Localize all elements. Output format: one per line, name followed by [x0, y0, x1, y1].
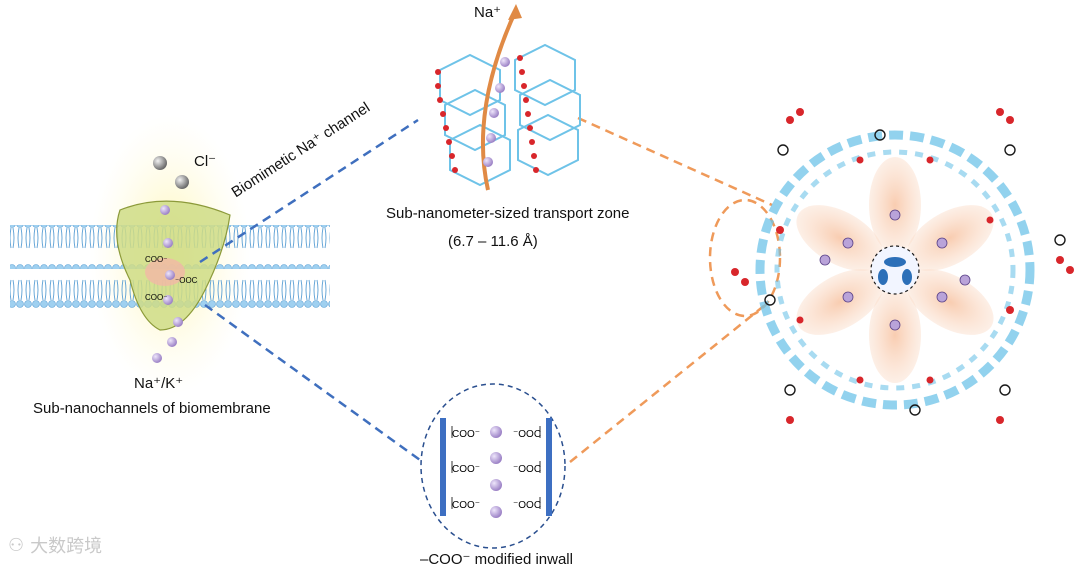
- watermark-logo-icon: ⚇: [8, 534, 25, 555]
- sodium-ion: [489, 108, 499, 118]
- watermark: ⚇ 大数跨境: [8, 532, 102, 558]
- inwall-dashed-circle: [420, 383, 566, 549]
- inwall-right-wall: [546, 418, 552, 516]
- sodium-ion: [495, 83, 505, 93]
- sodium-ion: [483, 157, 493, 167]
- transport-zone-size: (6.7 – 11.6 Å): [448, 233, 538, 250]
- sodium-ion: [173, 317, 183, 327]
- biomembrane-caption: Sub-nanochannels of biomembrane: [33, 400, 271, 417]
- inwall-caption: –COO⁻ modified inwall: [420, 551, 573, 568]
- sodium-ion: [490, 479, 502, 491]
- sodium-ion: [486, 133, 496, 143]
- sodium-ion: [167, 337, 177, 347]
- inwall-left-wall: [440, 418, 446, 516]
- chloride-ion: [153, 156, 167, 170]
- modified-inwall-illustration: COO⁻ COO⁻ COO⁻ ⁻OOC ⁻OOC ⁻OOC: [420, 383, 566, 549]
- coo-label: COO⁻: [145, 293, 167, 302]
- transport-arrow: [480, 9, 518, 191]
- coo-group-label: COO⁻: [452, 429, 480, 440]
- connector-lines: [199, 116, 782, 463]
- biomembrane-illustration: COO⁻ ⁻OOC COO⁻: [10, 115, 330, 395]
- coo-group-label: COO⁻: [452, 500, 480, 511]
- chloride-ion: [175, 175, 189, 189]
- sodium-ion: [152, 353, 162, 363]
- transport-zone-illustration: [435, 4, 581, 191]
- central-pore: [870, 245, 920, 295]
- sodium-ion-label: Na⁺: [474, 4, 502, 21]
- blue-dashed-connector-top: [199, 118, 419, 264]
- sodium-ion: [490, 452, 502, 464]
- orange-dashed-connector-bottom: [569, 304, 766, 463]
- transport-zone-caption: Sub-nanometer-sized transport zone: [386, 205, 630, 222]
- sodium-ion: [490, 506, 502, 518]
- orange-dashed-highlight-ellipse: [708, 198, 782, 318]
- chloride-label: Cl⁻: [194, 153, 217, 170]
- sodium-ion: [500, 57, 510, 67]
- cation-label: Na⁺/K⁺: [134, 375, 184, 392]
- ooc-label: ⁻OOC: [175, 276, 198, 285]
- ooc-group-label: ⁻OOC: [513, 500, 541, 511]
- channel-pore: [145, 258, 185, 286]
- coo-group-label: COO⁻: [452, 464, 480, 475]
- sodium-ion: [165, 270, 175, 280]
- sodium-ion: [490, 426, 502, 438]
- ooc-group-label: ⁻OOC: [513, 464, 541, 475]
- ooc-group-label: ⁻OOC: [513, 429, 541, 440]
- watermark-text: 大数跨境: [30, 536, 103, 556]
- sodium-ion: [163, 238, 173, 248]
- hexagonal-framework-illustration: [731, 108, 1074, 424]
- sodium-ion: [163, 295, 173, 305]
- coo-label: COO⁻: [145, 255, 167, 264]
- transport-arrowhead: [508, 4, 522, 20]
- orange-dashed-connector-top: [577, 116, 773, 207]
- sodium-ion: [160, 205, 170, 215]
